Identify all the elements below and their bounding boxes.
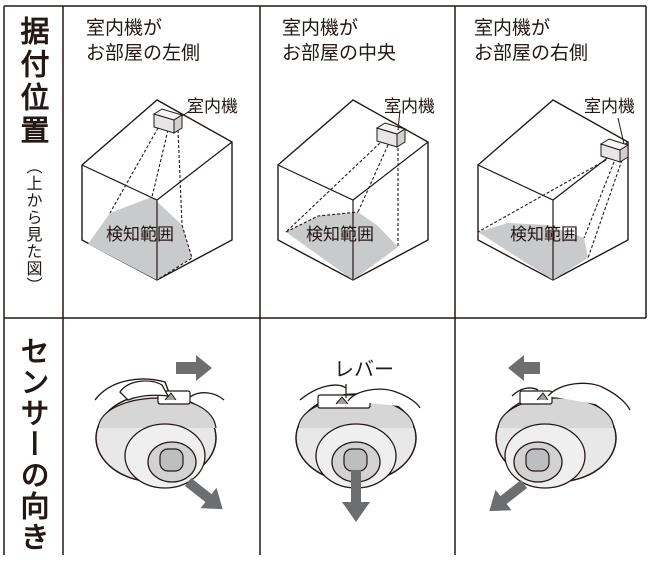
- row-label-top-view-note: （上から見た図）: [13, 158, 53, 298]
- direction-arrow-icon: [342, 470, 370, 522]
- sensor-illustration-right: [489, 355, 631, 512]
- room-diagram-center: [277, 99, 429, 281]
- sensor-illustration-center: [295, 384, 421, 522]
- row-label-main-text: センサーの向き: [16, 336, 50, 553]
- room-diagram-right: [477, 99, 630, 281]
- detection-area: [286, 212, 398, 280]
- table-grid: [3, 5, 647, 555]
- row-label-installation-position: 据付位置: [13, 16, 53, 152]
- detection-area-label: 検知範囲: [306, 225, 374, 245]
- column-title-line1: 室内機が: [282, 17, 359, 39]
- rotate-left-arrow-icon: [508, 355, 540, 381]
- lever-label: レバー: [334, 357, 394, 381]
- indoor-unit-icon: [375, 122, 407, 148]
- row-label-main-text: 据付位置: [16, 16, 50, 148]
- room-diagram-left: [81, 99, 233, 281]
- column-title-line1: 室内機が: [86, 17, 163, 39]
- direction-arrow-icon: [489, 480, 528, 512]
- rotate-right-arrow-icon: [176, 355, 212, 381]
- column-title-line2: お部屋の左側: [86, 42, 201, 64]
- indoor-unit-label: 室内機: [584, 97, 635, 117]
- direction-arrow-icon: [184, 478, 223, 510]
- detection-area: [478, 223, 588, 280]
- detection-area: [88, 197, 192, 280]
- column-title-line2: お部屋の中央: [282, 42, 397, 64]
- row-label-sensor-direction: センサーの向き: [13, 336, 53, 557]
- indoor-unit-label: 室内機: [187, 97, 238, 117]
- column-title-right: 室内機が お部屋の右側: [474, 16, 588, 66]
- indoor-unit-icon: [599, 138, 630, 163]
- sensor-illustration-left: [94, 355, 225, 510]
- row-label-sub-text: （上から見た図）: [23, 158, 43, 294]
- indoor-unit-icon: [152, 108, 184, 134]
- detection-area-label: 検知範囲: [106, 225, 174, 245]
- column-title-center: 室内機が お部屋の中央: [282, 16, 396, 66]
- indoor-unit-label: 室内機: [384, 97, 435, 117]
- column-title-left: 室内機が お部屋の左側: [86, 16, 200, 66]
- column-title-line2: お部屋の右側: [474, 42, 589, 64]
- column-title-line1: 室内機が: [474, 17, 551, 39]
- detection-area-label: 検知範囲: [510, 225, 578, 245]
